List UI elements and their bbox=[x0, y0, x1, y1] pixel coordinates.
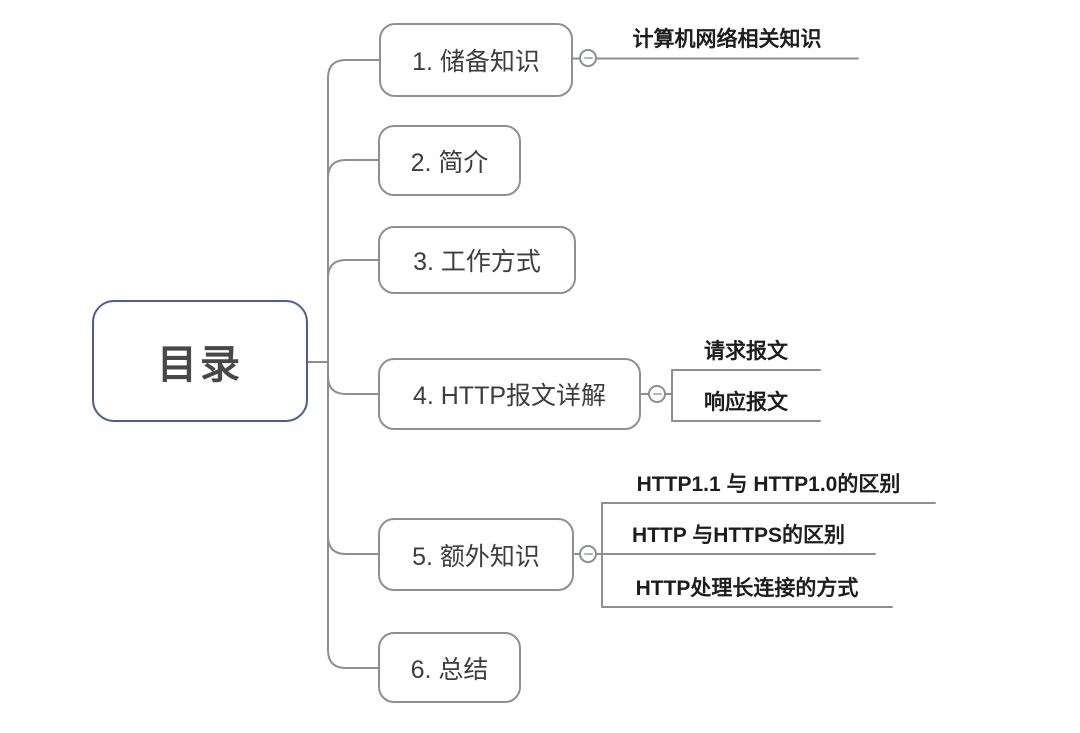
leaf-node[interactable]: 响应报文 bbox=[704, 391, 788, 414]
branch-node-2[interactable]: 2. 简介 bbox=[378, 125, 521, 196]
leaf-node[interactable]: HTTP1.1 与 HTTP1.0的区别 bbox=[636, 473, 901, 496]
collapse-button-branch-1[interactable] bbox=[579, 49, 597, 67]
elbow-branch-6 bbox=[327, 649, 379, 669]
elbow-branch-1 bbox=[327, 59, 380, 79]
root-node-topic[interactable]: 目录 bbox=[92, 300, 308, 422]
minus-icon bbox=[652, 392, 662, 396]
leaf-node[interactable]: 请求报文 bbox=[704, 340, 788, 363]
branch-node-5[interactable]: 5. 额外知识 bbox=[378, 518, 574, 591]
leaf-node[interactable]: HTTP处理长连接的方式 bbox=[635, 577, 859, 600]
minus-icon bbox=[583, 552, 593, 556]
elbow-branch-5 bbox=[327, 535, 379, 555]
minus-icon bbox=[583, 56, 593, 60]
leaf-node[interactable]: HTTP 与HTTPS的区别 bbox=[631, 524, 846, 547]
elbow-branch-3 bbox=[327, 259, 379, 279]
collapse-button-branch-5[interactable] bbox=[579, 545, 597, 563]
elbow-branch-4 bbox=[327, 375, 379, 395]
branch-node-6[interactable]: 6. 总结 bbox=[378, 632, 521, 703]
branch-node-4[interactable]: 4. HTTP报文详解 bbox=[378, 358, 641, 430]
branch-node-1[interactable]: 1. 储备知识 bbox=[379, 23, 573, 97]
leaf-node[interactable]: 计算机网络相关知识 bbox=[632, 28, 822, 51]
collapse-button-branch-4[interactable] bbox=[648, 385, 666, 403]
branch-node-3[interactable]: 3. 工作方式 bbox=[378, 226, 576, 294]
elbow-branch-2 bbox=[327, 159, 379, 179]
